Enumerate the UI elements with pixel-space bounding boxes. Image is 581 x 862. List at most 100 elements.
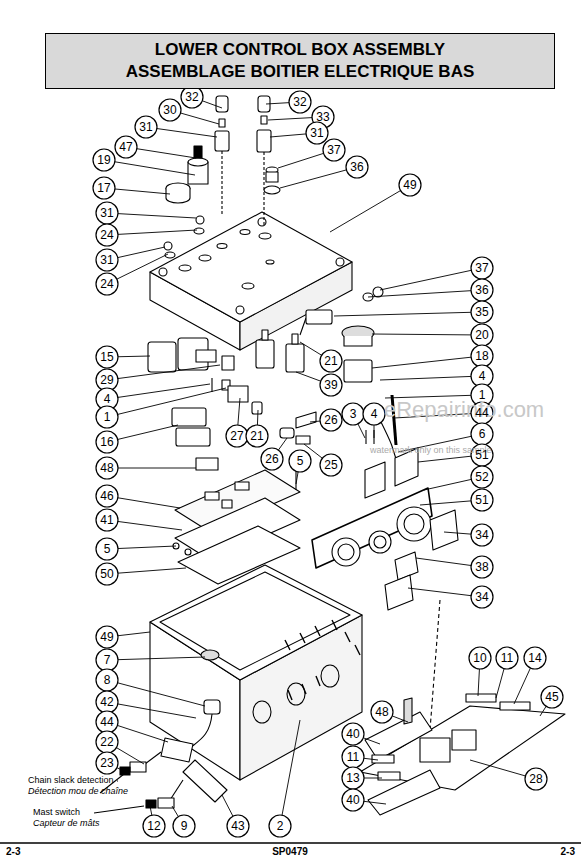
leader-line — [118, 632, 150, 636]
callout-circle — [496, 647, 518, 669]
callout-circle — [342, 767, 364, 789]
leader-line — [334, 312, 471, 316]
callout-circle — [96, 691, 118, 713]
callout-circle — [363, 403, 385, 425]
callout-circle — [525, 768, 547, 790]
note: Détection mou de chaîne — [28, 787, 128, 797]
callout-circle — [471, 324, 493, 346]
leader-line — [118, 521, 182, 530]
callout-number: 25 — [319, 458, 343, 472]
leader-line — [363, 738, 380, 744]
callout-number: 10 — [468, 651, 492, 665]
leader-line — [330, 191, 401, 232]
callout-number: 26 — [260, 452, 284, 466]
leader-line — [372, 334, 471, 336]
callout-number: 39 — [319, 378, 343, 392]
callout-number: 31 — [305, 126, 329, 140]
callout-number: 33 — [311, 110, 335, 124]
callout-number: 32 — [288, 95, 312, 109]
leader-line — [118, 425, 178, 439]
leader-line — [118, 498, 180, 508]
callout-circle — [96, 457, 118, 479]
callout-number: 23 — [95, 756, 119, 770]
callout-circle — [323, 139, 345, 161]
callout-circle — [96, 273, 118, 295]
callout-number: 24 — [95, 228, 119, 242]
callout-circle — [96, 649, 118, 671]
leader-line — [392, 716, 408, 722]
callout-number: 31 — [134, 120, 158, 134]
leader-line — [238, 398, 240, 425]
leader-line — [374, 425, 375, 438]
callout-number: 32 — [180, 90, 204, 104]
callout-number: 12 — [142, 819, 166, 833]
leader-line — [372, 357, 471, 368]
note: Chain slack detection — [28, 776, 114, 786]
leader-line — [300, 342, 322, 355]
leader-line — [202, 101, 222, 108]
callout-number: 52 — [470, 470, 494, 484]
callout-circle — [143, 815, 165, 837]
callout-circle — [135, 116, 157, 138]
callout-number: 40 — [341, 727, 365, 741]
lid — [150, 212, 352, 350]
callout-circle — [93, 149, 115, 171]
callout-number: 19 — [92, 153, 116, 167]
page-number: 2-3 — [6, 846, 20, 857]
leader-line — [364, 758, 378, 760]
callout-circle — [96, 731, 118, 753]
callout-number: 11 — [341, 750, 365, 764]
callout-circle — [96, 346, 118, 368]
leader-line — [115, 162, 195, 175]
leader-line — [137, 149, 196, 158]
callout-number: 36 — [470, 283, 494, 297]
callout-number: 4 — [470, 369, 494, 383]
callout-number: 21 — [319, 354, 343, 368]
callout-number: 51 — [470, 493, 494, 507]
callout-circle — [181, 86, 203, 108]
callout-circle — [96, 406, 118, 428]
callout-number: 6 — [470, 427, 494, 441]
callout-circle — [96, 752, 118, 774]
callout-number: 40 — [341, 793, 365, 807]
callout-number: 49 — [95, 630, 119, 644]
callout-number: 47 — [114, 140, 138, 154]
doc-code: SP0479 — [272, 846, 308, 857]
leader-line — [118, 356, 150, 358]
main-board — [360, 694, 565, 815]
note: Mast switch — [33, 808, 80, 818]
callout-circle — [96, 431, 118, 453]
callout-circle — [471, 586, 493, 608]
callout-number: 51 — [470, 448, 494, 462]
callout-circle — [399, 174, 421, 196]
callout-number: 11 — [495, 651, 519, 665]
callout-number: 4 — [362, 407, 386, 421]
callout-circle — [96, 485, 118, 507]
leader-line — [118, 468, 196, 469]
leader-line — [118, 546, 176, 549]
callout-number: 21 — [245, 429, 269, 443]
callout-circle — [524, 647, 546, 669]
callout-number: 44 — [95, 715, 119, 729]
callout-number: 28 — [524, 772, 548, 786]
callout-circle — [115, 136, 137, 158]
leader-line — [118, 704, 196, 718]
callout-number: 35 — [470, 305, 494, 319]
callout-number: 7 — [95, 653, 119, 667]
leader-line — [364, 801, 386, 804]
callout-circle — [269, 815, 291, 837]
callout-circle — [96, 711, 118, 733]
leader-line — [116, 748, 144, 764]
callout-circle — [226, 425, 248, 447]
callout-number: 1 — [470, 388, 494, 402]
callout-number: 24 — [95, 277, 119, 291]
callout-circle — [159, 99, 181, 121]
leader-line — [368, 291, 471, 297]
leader-line — [278, 153, 324, 168]
leader-line — [118, 388, 226, 414]
watermark: eRepairinfo.com — [384, 398, 544, 422]
callout-circle — [471, 279, 493, 301]
leader-line — [424, 479, 471, 490]
leader-line — [420, 501, 471, 505]
